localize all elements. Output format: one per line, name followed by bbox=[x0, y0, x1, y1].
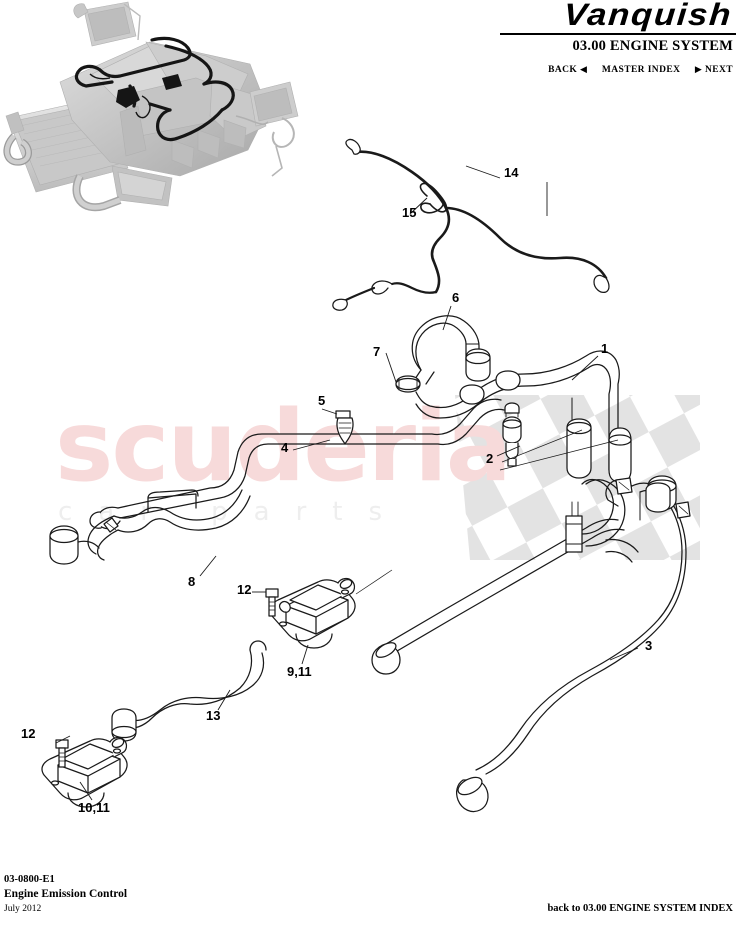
part-12-bolt-upper bbox=[265, 588, 279, 617]
page-header: Vanquish 03.00 ENGINE SYSTEM BACK ◀ MAST… bbox=[0, 0, 737, 90]
part-10-11-valve bbox=[41, 736, 128, 808]
callout-label-4: 4 bbox=[281, 440, 289, 455]
part-14-hose bbox=[332, 138, 610, 311]
section-title: 03.00 ENGINE SYSTEM bbox=[572, 38, 733, 54]
callout-label-6: 6 bbox=[452, 290, 460, 305]
callout-label-8: 8 bbox=[188, 574, 196, 589]
back-to-index-link[interactable]: back to 03.00 ENGINE SYSTEM INDEX bbox=[547, 903, 733, 914]
master-index-link[interactable]: MASTER INDEX bbox=[601, 65, 681, 75]
thumbnail-highlighted-valves bbox=[116, 74, 182, 108]
part-9-11-valve bbox=[269, 577, 356, 649]
next-arrow-icon[interactable]: ▶ bbox=[694, 64, 703, 74]
part-6-hose bbox=[411, 315, 491, 385]
back-arrow-icon[interactable]: ◀ bbox=[580, 64, 588, 74]
callout-label-3: 3 bbox=[645, 638, 653, 653]
callout-label-12-upper: 12 bbox=[237, 582, 252, 597]
part-5-clip bbox=[335, 410, 354, 445]
callout-label-1: 1 bbox=[601, 341, 609, 356]
document-title: Engine Emission Control bbox=[4, 888, 128, 900]
document-date: July 2012 bbox=[4, 904, 42, 914]
callout-label-5: 5 bbox=[318, 393, 326, 408]
document-code: 03-0800-E1 bbox=[4, 874, 55, 885]
part-15-clip bbox=[419, 182, 448, 214]
part-1-hose bbox=[415, 350, 632, 483]
thumbnail-thin-lines bbox=[89, 73, 151, 119]
header-divider-rule bbox=[500, 33, 736, 35]
engine-assembly-thumbnail bbox=[0, 0, 320, 220]
back-link[interactable]: BACK bbox=[548, 65, 578, 75]
callout-label-12-lower: 12 bbox=[21, 726, 36, 741]
vanquish-brand-logo: Vanquish bbox=[562, 0, 734, 32]
part-2-valve bbox=[502, 402, 522, 467]
callout-label-14: 14 bbox=[504, 165, 519, 180]
callout-label-10-11: 10,11 bbox=[78, 800, 110, 815]
callout-label-2: 2 bbox=[486, 451, 494, 466]
part-8-hose bbox=[49, 489, 251, 565]
thumbnail-highlighted-hoses bbox=[74, 36, 235, 142]
callout-label-7: 7 bbox=[373, 344, 381, 359]
part-7-clamp bbox=[395, 375, 421, 393]
part-13-hose bbox=[111, 640, 267, 742]
next-link[interactable]: NEXT bbox=[705, 65, 733, 75]
part-4-pipe bbox=[89, 398, 505, 530]
header-navigation: BACK ◀ MASTER INDEX ▶ NEXT bbox=[548, 64, 733, 75]
callout-label-15: 15 bbox=[402, 205, 417, 220]
callout-leader-lines bbox=[55, 165, 639, 801]
callout-label-9-11: 9,11 bbox=[287, 664, 312, 679]
callout-label-13: 13 bbox=[206, 708, 221, 723]
